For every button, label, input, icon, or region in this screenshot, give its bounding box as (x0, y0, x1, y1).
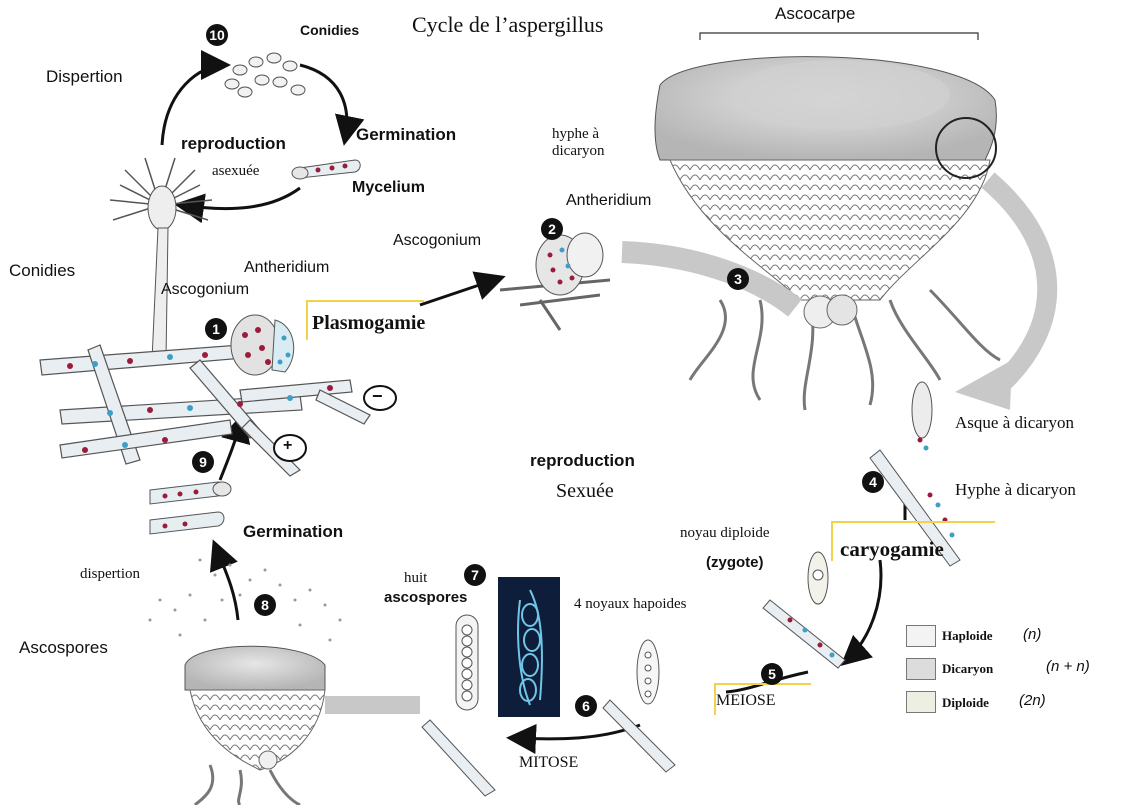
plus-mating-type: + (283, 438, 292, 454)
label-dispertion-top: Dispertion (46, 68, 123, 85)
label-germination-bottom: Germination (243, 523, 343, 540)
eight-ascospores-ascus (422, 615, 495, 796)
legend-label-dicaryon: Dicaryon (942, 662, 993, 675)
label-huit: huit (404, 571, 427, 586)
step-9-marker: 9 (192, 451, 214, 473)
label-ascocarpe: Ascocarpe (775, 5, 855, 22)
label-ascospores-small: ascospores (384, 590, 467, 605)
legend-swatch-haploide (906, 625, 936, 647)
arrow-to-ascus-head (955, 360, 1012, 410)
ascogonium-antheridium-mid (500, 233, 610, 330)
label-mitose: MITOSE (519, 755, 578, 771)
legend-swatch-dicaryon (906, 658, 936, 680)
arrow-to-ascus (988, 180, 1047, 385)
ascus-micrograph (498, 577, 560, 717)
step-7-marker: 7 (464, 564, 486, 586)
label-hyphe-dicaryon: hyphe à dicaryon (552, 126, 632, 161)
germinating-conidium-top (292, 160, 360, 179)
germinating-spore-bottom-2 (150, 512, 224, 534)
label-germination-top: Germination (356, 126, 456, 143)
legend-swatch-diploide (906, 691, 936, 713)
meiosis-ascus (603, 640, 675, 772)
label-conidies-top: Conidies (300, 23, 359, 37)
label-plasmogamie: Plasmogamie (312, 313, 425, 333)
step-1-marker: 1 (205, 318, 227, 340)
label-noyau-diploide: noyau diploide (680, 526, 770, 541)
step-2-marker: 2 (541, 218, 563, 240)
diagram-title: Cycle de l’aspergillus (412, 14, 603, 36)
label-zygote: (zygote) (706, 555, 764, 570)
germinating-spore-bottom (150, 482, 231, 504)
ascocarp-small (185, 646, 325, 805)
conidiophore (110, 158, 212, 360)
step-8-marker: 8 (254, 594, 276, 616)
legend-formula-dicaryon: (n + n) (1046, 659, 1090, 674)
label-antheridium-mid: Antheridium (566, 193, 651, 209)
label-asque-dicaryon: Asque à dicaryon (955, 414, 1074, 431)
step-10-marker: 10 (206, 24, 228, 46)
minus-mating-type: − (372, 387, 383, 405)
label-reproduction-sexuee: reproduction (530, 452, 635, 469)
legend-label-diploide: Diploide (942, 696, 989, 709)
step-5-marker: 5 (761, 663, 783, 685)
label-meiose: MEIOSE (716, 693, 776, 709)
step-4-marker: 4 (862, 471, 884, 493)
label-ascogonium-mid: Ascogonium (393, 233, 481, 249)
label-antheridium-left: Antheridium (244, 260, 329, 276)
label-mycelium: Mycelium (352, 180, 425, 196)
label-conidies-left: Conidies (9, 262, 75, 279)
legend-formula-diploide: (2n) (1019, 693, 1046, 708)
label-quatre-noyaux: 4 noyaux hapoides (574, 597, 686, 612)
step-3-marker: 3 (727, 268, 749, 290)
ascogonium-antheridium-left (231, 315, 294, 375)
ascocarp-large (655, 57, 1000, 410)
ascocarp-bracket (700, 33, 978, 40)
label-sexuee: Sexuée (556, 481, 614, 501)
label-asexuee: asexuée (212, 164, 259, 179)
conidia-cluster (225, 53, 305, 97)
spore-dispersal (149, 559, 342, 642)
label-ascospores-left: Ascospores (19, 639, 108, 656)
label-hyphe-dicaryon-right: Hyphe à dicaryon (955, 481, 1076, 498)
label-reproduction-asexuee: reproduction (181, 135, 286, 152)
label-ascogonium-left: Ascogonium (161, 282, 249, 298)
label-dispertion-bottom: dispertion (80, 567, 140, 582)
step-6-marker: 6 (575, 695, 597, 717)
label-caryogamie: caryogamie (840, 539, 944, 560)
zygote-ascus (763, 552, 845, 668)
legend-formula-haploide: (n) (1023, 627, 1041, 642)
legend-label-haploide: Haploide (942, 629, 993, 642)
